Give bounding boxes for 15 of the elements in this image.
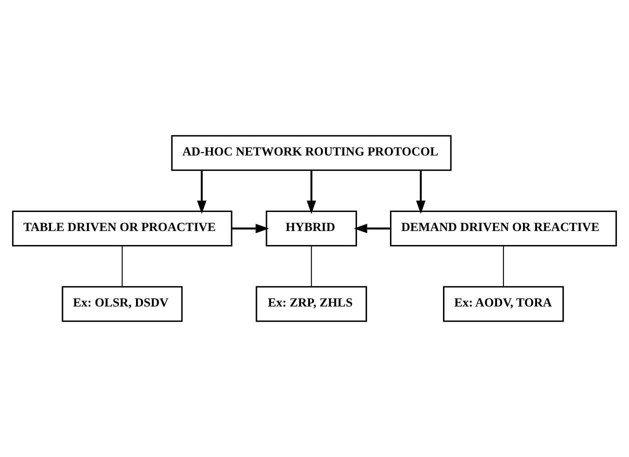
arrow [354,224,391,234]
arrow [306,170,316,214]
node-box: TABLE DRIVEN OR PROACTIVE [12,210,232,246]
connector [122,246,123,288]
node-box: Ex: AODV, TORA [443,286,564,322]
arrow [197,170,206,214]
arrow [232,224,270,234]
connector [502,246,504,288]
node-box: DEMAND DRIVEN OR REACTIVE [390,210,617,246]
node-box: Ex: ZRP, ZHLS [256,286,368,322]
connector [310,246,312,288]
node-box: HYBRID [266,210,358,246]
node-box: Ex: OLSR, DSDV [62,286,183,322]
node-box: AD-HOC NETWORK ROUTING PROTOCOL [171,135,452,171]
arrow [416,170,426,214]
